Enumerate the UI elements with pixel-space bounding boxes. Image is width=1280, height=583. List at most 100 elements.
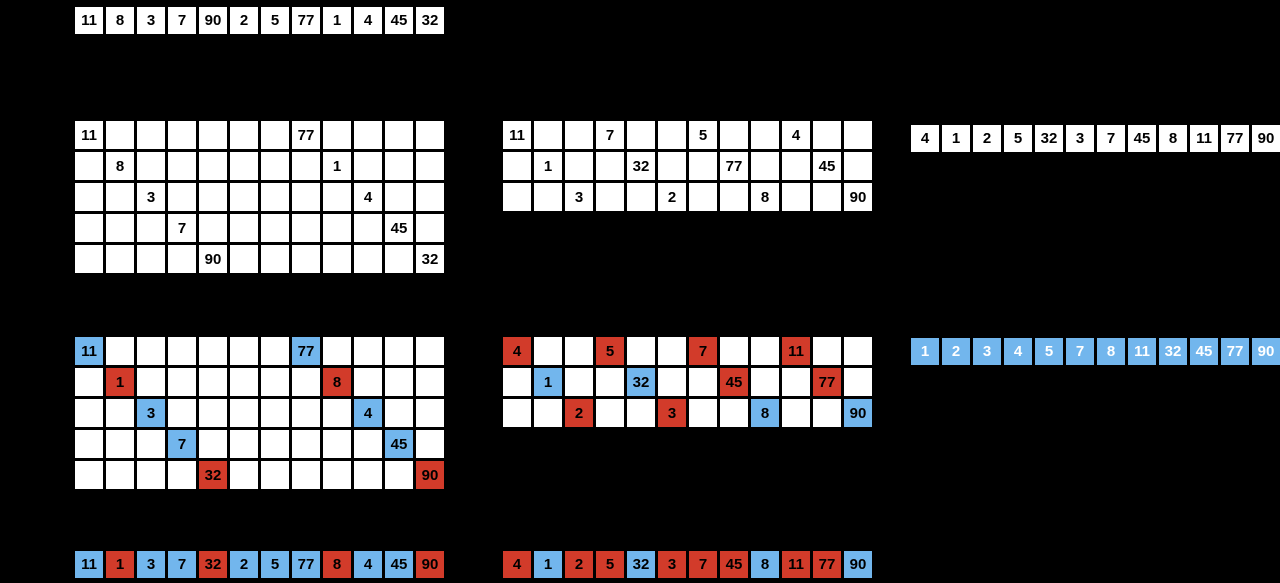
array-cell: 7 xyxy=(1066,338,1094,365)
array-cell: 45 xyxy=(385,430,413,458)
empty-cell xyxy=(199,430,227,458)
empty-cell xyxy=(534,183,562,211)
empty-cell xyxy=(230,368,258,396)
empty-cell xyxy=(199,368,227,396)
array-cell: 8 xyxy=(751,399,779,427)
empty-cell xyxy=(199,152,227,180)
empty-cell xyxy=(385,152,413,180)
array-cell: 90 xyxy=(199,245,227,273)
array-cell: 5 xyxy=(261,551,289,578)
empty-cell xyxy=(751,337,779,365)
empty-cell xyxy=(292,368,320,396)
empty-cell xyxy=(627,399,655,427)
empty-cell xyxy=(261,337,289,365)
empty-cell xyxy=(137,121,165,149)
empty-cell xyxy=(385,461,413,489)
empty-cell xyxy=(844,337,872,365)
empty-cell xyxy=(751,121,779,149)
empty-cell xyxy=(534,399,562,427)
array-cell: 77 xyxy=(292,337,320,365)
array-cell: 1 xyxy=(323,152,351,180)
array-cell: 2 xyxy=(230,551,258,578)
empty-cell xyxy=(261,245,289,273)
empty-cell xyxy=(75,430,103,458)
array-cell: 11 xyxy=(1128,338,1156,365)
empty-cell xyxy=(106,399,134,427)
array-cell: 77 xyxy=(1221,125,1249,152)
empty-cell xyxy=(596,183,624,211)
array-cell: 7 xyxy=(168,551,196,578)
array-cell: 4 xyxy=(354,7,382,34)
array-cell: 1 xyxy=(942,125,970,152)
empty-cell xyxy=(354,152,382,180)
empty-cell xyxy=(323,399,351,427)
empty-cell xyxy=(416,430,444,458)
array-cell: 5 xyxy=(1004,125,1032,152)
array-cell: 2 xyxy=(565,551,593,578)
empty-cell xyxy=(813,183,841,211)
empty-cell xyxy=(199,183,227,211)
empty-cell xyxy=(503,183,531,211)
empty-cell xyxy=(106,461,134,489)
empty-cell xyxy=(261,399,289,427)
array-cell: 1 xyxy=(911,338,939,365)
empty-cell xyxy=(385,183,413,211)
empty-cell xyxy=(137,214,165,242)
empty-cell xyxy=(323,337,351,365)
array-cell: 32 xyxy=(416,245,444,273)
array-cell: 7 xyxy=(1097,125,1125,152)
empty-cell xyxy=(385,121,413,149)
array-cell: 2 xyxy=(230,7,258,34)
array-cell: 32 xyxy=(199,461,227,489)
empty-cell xyxy=(261,461,289,489)
empty-cell xyxy=(596,399,624,427)
array-cell: 7 xyxy=(168,430,196,458)
array-cell: 90 xyxy=(844,551,872,578)
array-cell: 4 xyxy=(354,551,382,578)
empty-cell xyxy=(75,399,103,427)
empty-cell xyxy=(416,183,444,211)
empty-cell xyxy=(168,337,196,365)
empty-cell xyxy=(75,214,103,242)
array-cell: 77 xyxy=(292,121,320,149)
empty-cell xyxy=(354,337,382,365)
empty-cell xyxy=(230,152,258,180)
array-cell: 2 xyxy=(658,183,686,211)
empty-cell xyxy=(596,368,624,396)
empty-cell xyxy=(385,368,413,396)
empty-cell xyxy=(354,461,382,489)
empty-cell xyxy=(416,399,444,427)
array-cell: 11 xyxy=(75,337,103,365)
empty-cell xyxy=(230,214,258,242)
array-cell: 3 xyxy=(973,338,1001,365)
empty-cell xyxy=(199,399,227,427)
empty-cell xyxy=(354,368,382,396)
array-cell: 45 xyxy=(1128,125,1156,152)
empty-cell xyxy=(416,337,444,365)
empty-cell xyxy=(292,430,320,458)
empty-cell xyxy=(354,430,382,458)
array-cell: 8 xyxy=(751,183,779,211)
empty-cell xyxy=(751,152,779,180)
array-cell: 8 xyxy=(751,551,779,578)
empty-cell xyxy=(168,368,196,396)
empty-cell xyxy=(813,337,841,365)
empty-cell xyxy=(137,245,165,273)
array-cell: 32 xyxy=(416,7,444,34)
empty-cell xyxy=(230,121,258,149)
empty-cell xyxy=(503,152,531,180)
empty-cell xyxy=(416,368,444,396)
array-cell: 5 xyxy=(1035,338,1063,365)
empty-cell xyxy=(689,368,717,396)
empty-cell xyxy=(658,337,686,365)
empty-cell xyxy=(844,368,872,396)
empty-cell xyxy=(106,430,134,458)
array-cell: 32 xyxy=(1159,338,1187,365)
array-cell: 45 xyxy=(720,551,748,578)
array-cell: 4 xyxy=(354,183,382,211)
